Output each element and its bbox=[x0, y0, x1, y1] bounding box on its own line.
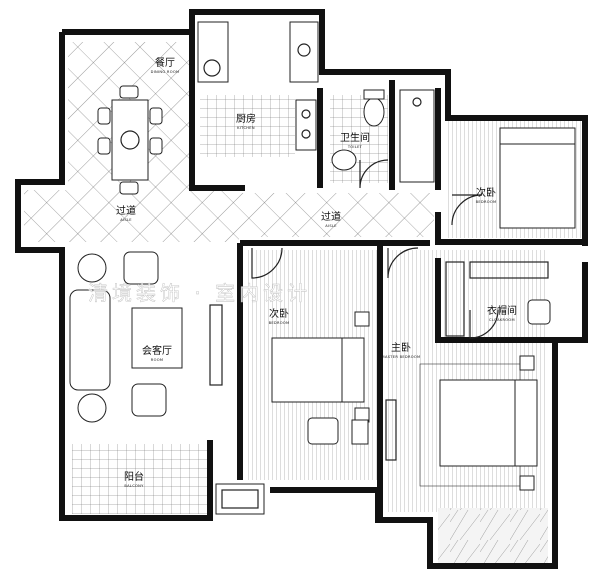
label-cloak: 衣帽间 bbox=[487, 304, 517, 317]
bedroom-furniture bbox=[271, 127, 576, 491]
label-master: 主卧 bbox=[391, 341, 411, 354]
label-hall-west-en: AISLE bbox=[120, 218, 132, 222]
label-bedroom-ne-en: BEDROOM bbox=[476, 200, 497, 204]
label-hall-center: 过道 bbox=[321, 210, 341, 223]
label-bedroom-ne: 次卧 bbox=[476, 186, 496, 199]
label-cloak-en: CLOAKROOM bbox=[489, 318, 515, 322]
living-set bbox=[69, 251, 223, 423]
room-labels: 餐厅 DINING ROOM 厨房 KITCHEN 卫生间 TOILET 次卧 … bbox=[116, 56, 517, 488]
door-swings bbox=[251, 159, 499, 339]
label-master-en: MASTER BEDROOM bbox=[382, 355, 421, 359]
label-dining: 餐厅 bbox=[155, 56, 175, 69]
toilet-fixtures bbox=[331, 89, 435, 183]
label-kitchen-en: KITCHEN bbox=[237, 126, 255, 130]
label-kitchen: 厨房 bbox=[236, 112, 256, 125]
label-living: 会客厅 bbox=[142, 344, 172, 357]
label-toilet: 卫生间 bbox=[340, 131, 370, 144]
balcony-unit bbox=[215, 483, 265, 515]
label-dining-en: DINING ROOM bbox=[151, 70, 180, 74]
label-hall-west: 过道 bbox=[116, 204, 136, 217]
label-living-en: ROOM bbox=[151, 358, 163, 362]
label-bedroom-center-en: BEDROOM bbox=[269, 321, 290, 325]
label-bedroom-center: 次卧 bbox=[269, 307, 289, 320]
kitchen-fixtures bbox=[197, 21, 319, 151]
label-hall-center-en: AISLE bbox=[325, 224, 337, 228]
dining-set bbox=[97, 85, 163, 195]
label-balcony: 阳台 bbox=[124, 470, 144, 483]
label-toilet-en: TOILET bbox=[347, 145, 363, 149]
watermark-text: 清境装饰 · 室内设计 bbox=[88, 281, 311, 305]
walls bbox=[15, 9, 588, 569]
floor-finishes bbox=[24, 42, 583, 563]
label-balcony-en: BALCONY bbox=[124, 484, 144, 488]
